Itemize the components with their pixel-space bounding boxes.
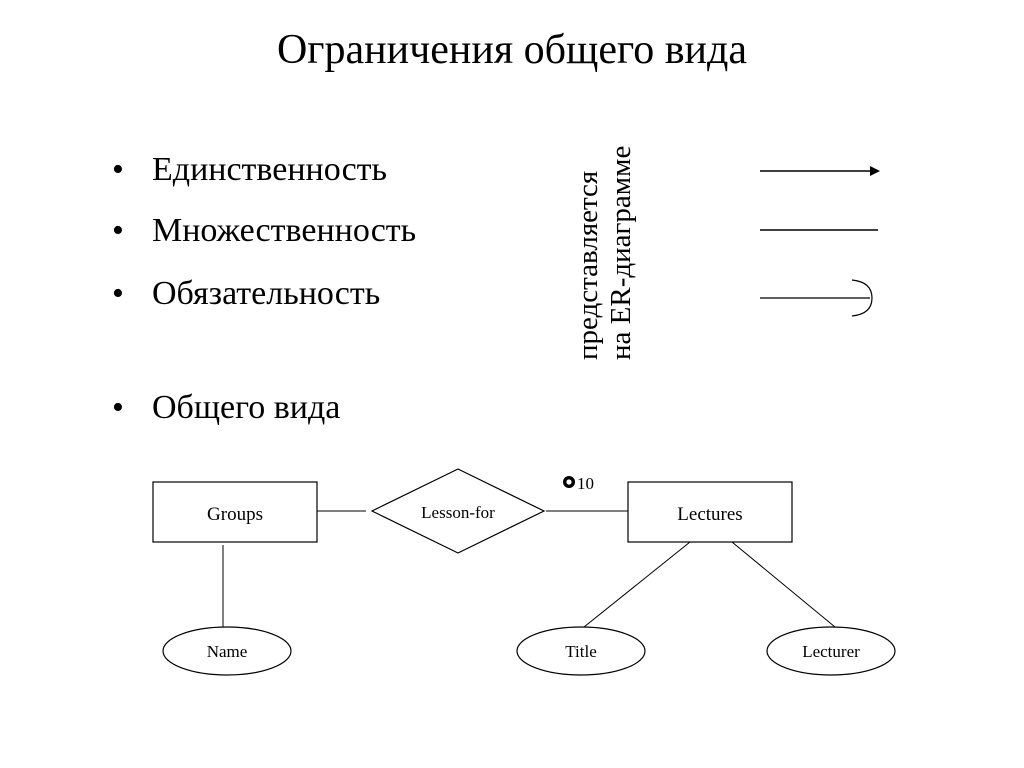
bullet-text: Множественность	[152, 212, 417, 249]
entity-groups: Groups	[152, 481, 318, 543]
relationship-label: Lesson-for	[421, 503, 495, 522]
connector-lectures-title	[583, 541, 691, 628]
attribute-lecturer-label: Lecturer	[802, 642, 860, 661]
relationship-lesson-for: Lesson-for	[370, 468, 546, 554]
entity-lectures-label: Lectures	[677, 504, 742, 525]
bullet-list: • Единственность • Множественность • Обязат…	[112, 0, 552, 460]
bullet-marker: •	[112, 389, 124, 426]
bullet-text: Обязательность	[152, 275, 381, 312]
bullet-marker: •	[112, 275, 124, 312]
bullet-text: Единственность	[152, 151, 388, 188]
constraint-annotation: 10	[563, 474, 594, 493]
attribute-title: Title	[516, 626, 646, 676]
bullet-item-uniqueness: • Единственность	[112, 150, 387, 190]
bullet-item-multiplicity: • Множественность	[112, 211, 416, 251]
slide-title: Ограничения общего вида	[276, 27, 748, 73]
rounded-arrow-line-icon	[760, 279, 873, 317]
constraint-value: 10	[577, 474, 594, 493]
connector-lectures-lecturer	[731, 541, 836, 628]
notation-symbols	[760, 166, 880, 317]
entity-lectures: Lectures	[627, 481, 793, 543]
bullet-marker: •	[112, 212, 124, 249]
entity-groups-label: Groups	[207, 504, 263, 525]
attribute-name: Name	[162, 626, 292, 676]
bullet-item-general: • Общего вида	[112, 388, 340, 428]
bullet-item-mandatory: • Обязательность	[112, 274, 380, 314]
bullet-text: Общего вида	[152, 389, 341, 426]
attribute-title-label: Title	[565, 642, 597, 661]
arrow-line-icon	[760, 166, 880, 176]
bullet-marker: •	[112, 151, 124, 188]
attribute-name-label: Name	[207, 642, 248, 661]
attribute-lecturer: Lecturer	[766, 626, 896, 676]
